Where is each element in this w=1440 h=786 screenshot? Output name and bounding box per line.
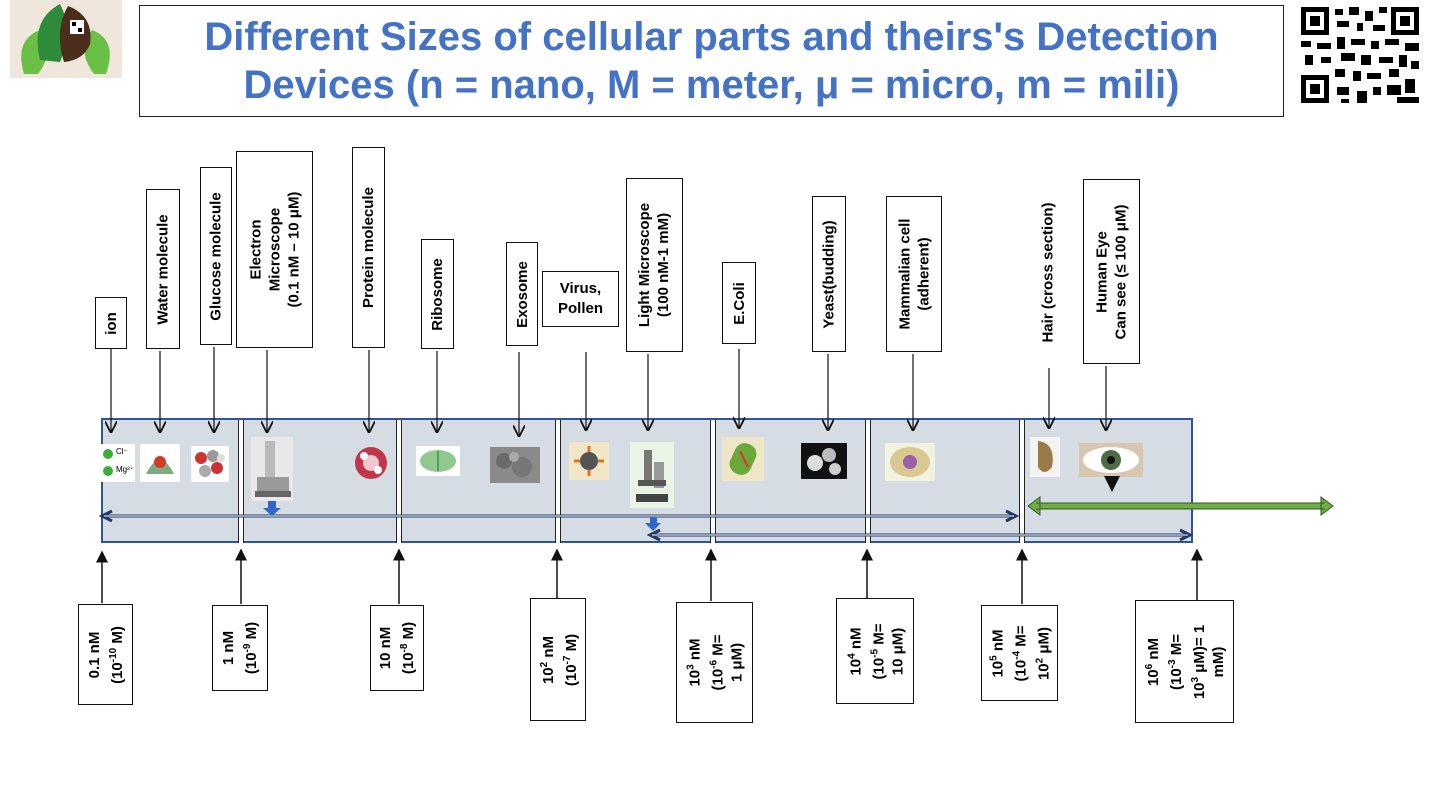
scale-10nm: 10 nM (10-8 M) <box>370 605 424 691</box>
water-molecule-image <box>140 444 180 482</box>
electron-microscope-image <box>251 437 293 501</box>
scale-1nm: 1 nM (10-9 M) <box>212 605 268 691</box>
protein-molecule-image <box>352 444 390 482</box>
title-line-1: Different Sizes of cellular parts and th… <box>204 15 1219 59</box>
scale-divider <box>238 420 244 543</box>
scale-100um: 105 nM (10-4 M= 102 μM) <box>981 605 1058 701</box>
scale-divider <box>396 420 402 543</box>
title-box: Different Sizes of cellular parts and th… <box>139 5 1284 117</box>
glucose-molecule-image <box>191 446 229 482</box>
hair-image <box>1030 437 1060 477</box>
mammalian-cell-image <box>885 443 935 481</box>
label-exosome: Exosome <box>506 242 538 346</box>
label-water-molecule: Water molecule <box>146 189 180 349</box>
scale-divider <box>865 420 871 543</box>
label-glucose-molecule: Glucose molecule <box>200 167 232 345</box>
scale-divider <box>1019 420 1025 543</box>
scale-1um: 103 nM (10-6 M= 1 μM) <box>676 602 753 723</box>
human-eye-image <box>1079 443 1143 477</box>
label-human-eye: Human Eye Can see (≤ 100 μM) <box>1083 179 1140 364</box>
scale-100nm: 102 nM (10-7 M) <box>530 598 586 721</box>
label-ribosome: Ribosome <box>421 239 454 349</box>
scale-10um: 104 nM (10-5 M= 10 μM) <box>836 598 914 704</box>
scale-1mm: 106 nM (10-3 M= 103 μM)= 1 mM) <box>1135 600 1234 723</box>
scale-divider <box>555 420 561 543</box>
light-microscope-image <box>630 442 674 508</box>
label-mammalian-cell: Mammalian cell (adherent) <box>886 196 942 352</box>
label-yeast: Yeast(budding) <box>812 196 846 352</box>
scale-divider <box>710 420 716 543</box>
ribosome-image <box>416 446 460 476</box>
label-light-microscope: Light Microscope (100 nM-1 mM) <box>626 178 683 352</box>
label-ecoli: E.Coli <box>722 262 756 344</box>
label-protein-molecule: Protein molecule <box>352 147 385 348</box>
label-ion: ion <box>95 297 127 349</box>
qr-code <box>1301 7 1419 103</box>
yeast-image <box>801 443 847 479</box>
exosome-image <box>490 447 540 483</box>
title-line-2: Devices (n = nano, M = meter, μ = micro,… <box>243 63 1180 107</box>
ecoli-image <box>722 437 764 481</box>
virus-pollen-image <box>569 442 609 480</box>
label-electron-microscope: Electron Microscope (0.1 nM – 10 μM) <box>236 151 313 348</box>
ion-image: Cl⁻ Mg²⁺ <box>101 444 135 482</box>
scale-0-1nm: 0.1 nM (10-10 M) <box>78 604 133 705</box>
logo <box>10 0 122 78</box>
label-virus-pollen: Virus, Pollen <box>542 271 619 327</box>
